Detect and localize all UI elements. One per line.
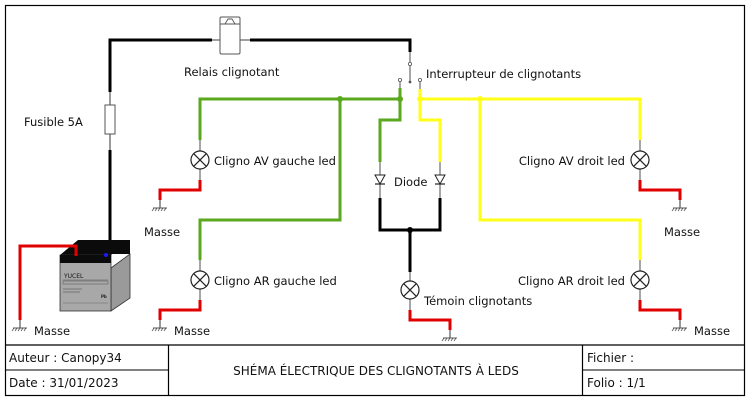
switch-label: Interrupteur de clignotants <box>426 67 581 81</box>
junction-dot <box>477 96 483 102</box>
ground-label: Masse <box>34 324 70 338</box>
author-field: Auteur : Canopy34 <box>9 351 122 365</box>
ground-icon <box>151 319 168 332</box>
junction-dot <box>337 96 343 102</box>
ground-wire <box>408 310 452 330</box>
lamp-icon <box>400 280 420 300</box>
ground-label: Masse <box>694 324 730 338</box>
lamp-icon <box>190 150 210 170</box>
relay <box>212 16 250 55</box>
fuse <box>104 92 116 150</box>
lamp-icon <box>630 270 650 290</box>
junction-dot <box>407 227 413 233</box>
ground-label: Masse <box>664 225 700 239</box>
ground-wire <box>158 180 202 200</box>
rear-left-label: Cligno AR gauche led <box>214 274 337 288</box>
ground-icon <box>151 199 168 212</box>
lamp-icon <box>630 150 650 170</box>
battery: YUCEL Pb <box>59 240 131 312</box>
folio-field: Folio : 1/1 <box>587 376 646 390</box>
title-block: Auteur : Canopy34 Date : 31/01/2023 SHÉM… <box>5 344 745 395</box>
front-left-label: Cligno AV gauche led <box>214 154 336 168</box>
ground-label: Masse <box>174 324 210 338</box>
lamp-front-right <box>630 140 650 180</box>
lamp-rear-right <box>630 260 650 300</box>
fuse-body <box>104 104 116 135</box>
fuse-label: Fusible 5A <box>24 115 83 129</box>
diode-left <box>374 162 386 198</box>
date-field: Date : 31/01/2023 <box>9 376 119 390</box>
ground-label: Masse <box>144 225 180 239</box>
right-circuit-wires <box>418 89 642 260</box>
lamp-indicator <box>400 272 420 310</box>
ground-icon <box>11 319 28 332</box>
ground-icon <box>671 199 688 212</box>
relay-label: Relais clignotant <box>184 65 280 79</box>
lamp-front-left <box>190 140 210 180</box>
ground-wire <box>158 300 202 320</box>
left-circuit-wires <box>198 88 402 260</box>
ground-icon <box>671 319 688 332</box>
lamp-rear-left <box>190 260 210 300</box>
ground-wire <box>638 180 682 200</box>
sheet-border <box>4 4 746 397</box>
battery-brand: YUCEL <box>63 273 84 280</box>
supply-wires <box>108 38 442 272</box>
junction-dot <box>417 96 423 102</box>
svg-text:Pb: Pb <box>101 294 107 299</box>
junction-dot <box>397 96 403 102</box>
diode-right <box>434 162 446 198</box>
ground-wire <box>638 300 682 320</box>
file-field: Fichier : <box>587 351 634 365</box>
drawing-title: SHÉMA ÉLECTRIQUE DES CLIGNOTANTS À LEDS <box>233 363 519 378</box>
lamp-icon <box>190 270 210 290</box>
indicator-label: Témoin clignotants <box>423 294 532 308</box>
diode-label: Diode <box>394 175 427 189</box>
ground-icon <box>441 329 458 342</box>
rear-right-label: Cligno AR droit led <box>518 274 625 288</box>
turn-signal-switch[interactable] <box>397 52 422 98</box>
front-right-label: Cligno AV droit led <box>519 154 625 168</box>
ground-wire <box>18 244 78 320</box>
